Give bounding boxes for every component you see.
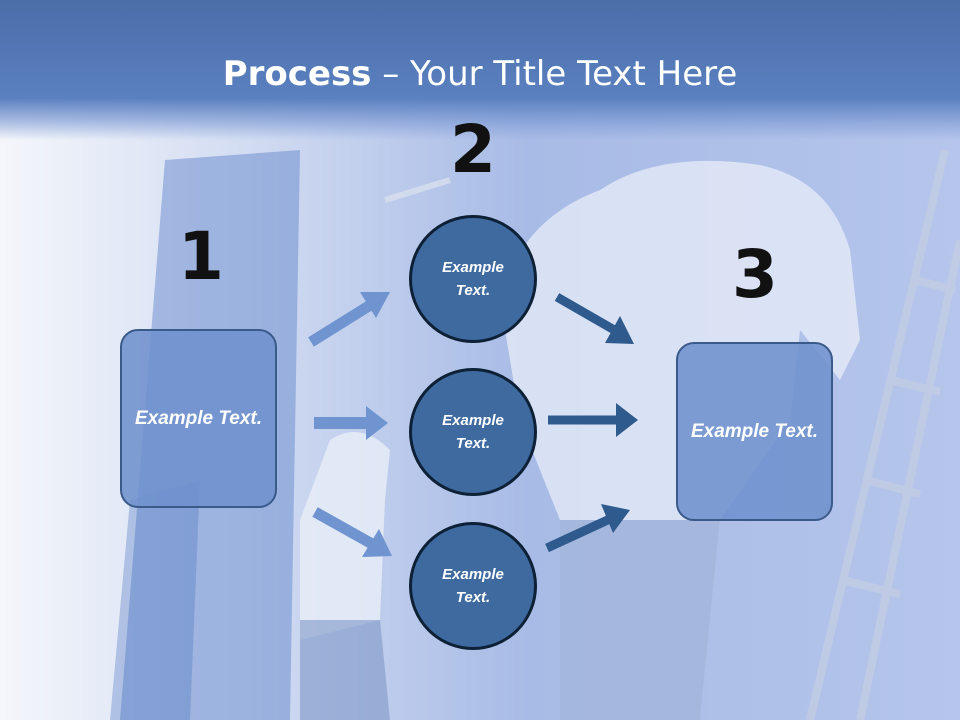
arrow-to-middle-circle <box>314 406 388 440</box>
left-arrows <box>308 292 392 557</box>
circle-top-text: Example Text. <box>442 259 504 299</box>
arrow-from-middle-circle <box>548 403 638 437</box>
circle-bottom-text: Example Text. <box>442 566 504 606</box>
arrow-to-bottom-circle <box>312 507 392 557</box>
step-number-1[interactable]: 1 <box>178 218 224 295</box>
arrow-to-top-circle <box>308 292 390 347</box>
title-bold: Process <box>222 54 372 94</box>
left-process-box[interactable]: Example Text. <box>120 329 277 508</box>
circle-middle-text: Example Text. <box>442 412 504 452</box>
process-circle-middle[interactable]: Example Text. <box>409 368 537 496</box>
right-arrows <box>545 293 638 553</box>
process-circle-bottom[interactable]: Example Text. <box>409 522 537 650</box>
right-process-box[interactable]: Example Text. <box>676 342 833 521</box>
arrow-from-top-circle <box>554 293 634 344</box>
process-circle-top[interactable]: Example Text. <box>409 215 537 343</box>
right-box-text: Example Text. <box>690 421 819 442</box>
slide-title[interactable]: Process – Your Title Text Here <box>0 52 960 96</box>
step-number-2[interactable]: 2 <box>450 111 496 188</box>
left-box-text: Example Text. <box>134 408 263 429</box>
step-number-3[interactable]: 3 <box>732 236 778 313</box>
title-band <box>0 0 960 140</box>
arrow-from-bottom-circle <box>545 504 630 553</box>
title-rest: – Your Title Text Here <box>371 54 738 94</box>
